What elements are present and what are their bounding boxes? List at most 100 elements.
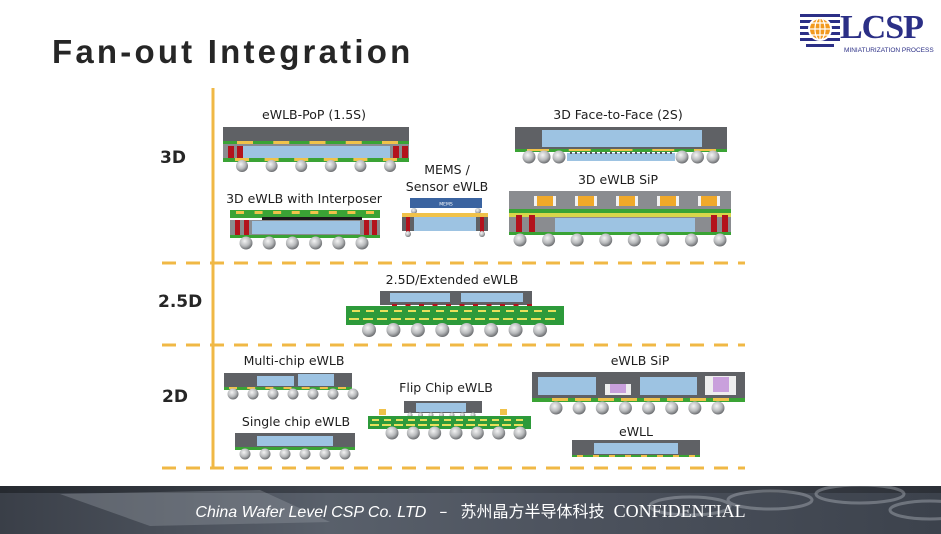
trace: [534, 310, 542, 312]
rdl-layer: [230, 235, 380, 238]
through-via: [372, 220, 377, 235]
die-2: [461, 293, 523, 302]
solder-ball: [405, 231, 411, 237]
solder-ball: [267, 388, 279, 400]
solder-ball: [542, 233, 556, 247]
trace: [377, 318, 387, 320]
solder-ball: [386, 323, 401, 337]
pad: [609, 455, 615, 457]
micro-bump: [625, 152, 627, 154]
pad: [264, 158, 279, 161]
solder-ball: [537, 150, 551, 164]
micro-bump: [635, 152, 637, 154]
micro-bump: [590, 152, 592, 154]
pad: [621, 398, 637, 401]
logo-subtitle: MINIATURIZATION PROCESS: [844, 47, 934, 54]
pad: [694, 149, 716, 151]
footer-confidential: CONFIDENTIAL: [613, 501, 746, 521]
substrate: [346, 306, 564, 325]
solder-ball: [295, 160, 308, 172]
micro-bump: [655, 152, 657, 154]
micro-bump: [615, 152, 617, 154]
trace: [436, 310, 444, 312]
passive-component: [537, 196, 553, 206]
die-1: [257, 376, 294, 386]
pad: [338, 387, 346, 389]
label-mems-line1: MEMS /: [424, 162, 470, 177]
passive-terminal: [717, 196, 720, 206]
solder-ball: [470, 426, 484, 440]
die: [594, 443, 678, 454]
passive-terminal: [553, 196, 556, 206]
passive-component: [660, 196, 676, 206]
pad: [345, 141, 362, 144]
pad: [577, 455, 583, 457]
solder-ball: [572, 401, 586, 415]
solder-ball: [384, 160, 396, 172]
trace: [492, 419, 499, 421]
through-via: [237, 146, 243, 158]
solder-ball: [262, 236, 276, 250]
rdl-pad-layer: [402, 213, 488, 217]
die: [416, 403, 466, 412]
through-via: [711, 215, 717, 233]
through-via: [235, 220, 240, 235]
trace: [352, 310, 360, 312]
micro-bump: [620, 152, 622, 154]
micro-bump: [580, 152, 582, 154]
trace: [408, 310, 416, 312]
solder-ball: [406, 426, 420, 440]
trace: [363, 318, 373, 320]
package-single-chip: [235, 433, 355, 460]
footer-separator: –: [439, 502, 448, 521]
solder-ball: [665, 401, 679, 415]
trace: [380, 310, 388, 312]
solder-ball: [354, 160, 367, 172]
solder-ball: [239, 236, 253, 250]
micro-bump: [405, 304, 411, 307]
solder-ball: [570, 233, 584, 247]
solder-ball: [259, 448, 271, 460]
die-top: [262, 217, 362, 220]
solder-ball: [362, 323, 376, 337]
solder-ball: [656, 233, 670, 247]
solder-ball: [595, 401, 609, 415]
rdl-layer: [572, 455, 700, 457]
trace: [366, 310, 374, 312]
die: [252, 221, 360, 234]
micro-bump: [660, 152, 662, 154]
solder-ball: [549, 401, 563, 415]
solder-ball: [688, 401, 702, 415]
trace: [384, 419, 391, 421]
package-extended-ewlb: [346, 291, 564, 337]
micro-bump: [600, 152, 602, 154]
level-label-2-5d: 2.5D: [158, 292, 203, 312]
label-single-chip: Single chip eWLB: [241, 414, 351, 429]
package-multi-chip: [224, 373, 359, 400]
company-logo: LCSP MINIATURIZATION PROCESS: [800, 11, 936, 56]
pad: [319, 387, 328, 389]
trace: [506, 310, 514, 312]
logo-text-stack: LCSP MINIATURIZATION PROCESS: [840, 11, 934, 55]
micro-bump: [610, 152, 612, 154]
solder-ball: [319, 448, 331, 460]
label-multi-chip: Multi-chip eWLB: [243, 353, 345, 368]
solder-ball: [513, 233, 527, 247]
trace: [406, 424, 415, 426]
die-2: [640, 377, 697, 395]
through-via: [480, 217, 484, 232]
pad: [273, 141, 290, 144]
solder-ball: [627, 233, 641, 247]
trace: [489, 318, 499, 320]
micro-bump: [432, 304, 438, 307]
micro-bump: [650, 152, 652, 154]
trace: [478, 310, 486, 312]
diagram-canvas: MEMS: [162, 88, 745, 470]
passive-component: [500, 409, 507, 415]
pad: [353, 158, 368, 161]
solder-ball: [691, 150, 704, 164]
through-via: [722, 215, 728, 233]
passive-component: [713, 377, 729, 392]
pad: [673, 455, 679, 457]
pad: [247, 387, 256, 389]
